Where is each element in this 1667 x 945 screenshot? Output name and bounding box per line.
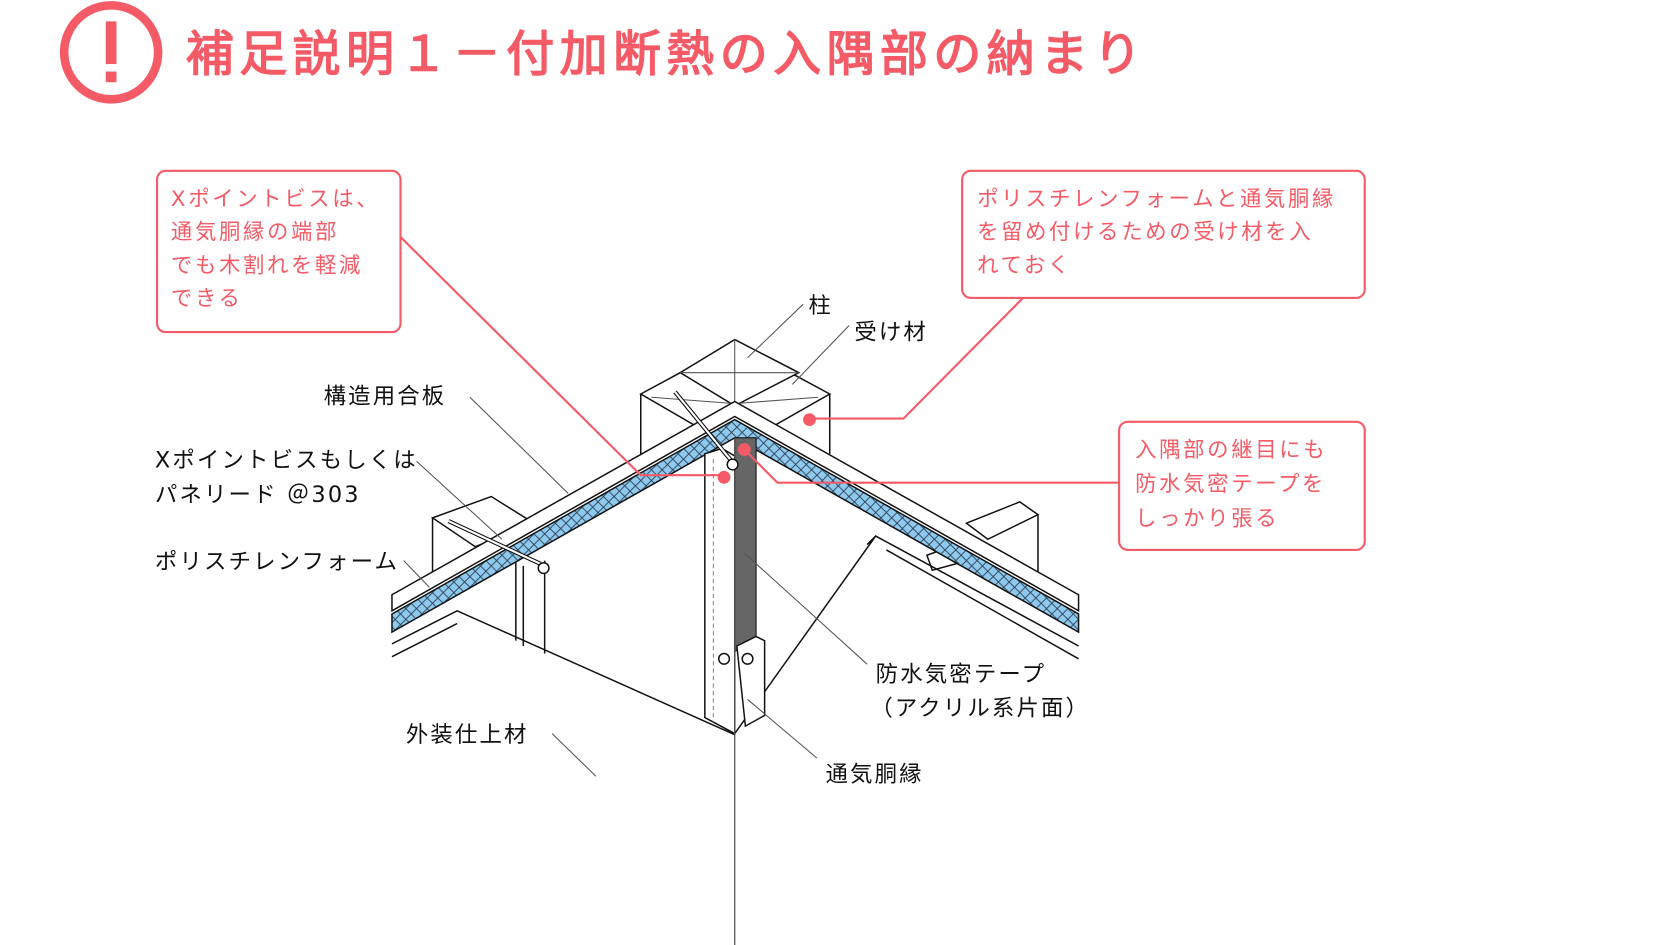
page-title: 補足説明１－付加断熱の入隅部の納まり — [186, 26, 1147, 82]
callout-text: れておく — [977, 253, 1072, 278]
label-tape-2: （アクリル系片面） — [870, 695, 1090, 721]
label-tape-1: 防水気密テープ — [876, 661, 1046, 687]
label-exterior: 外装仕上材 — [406, 722, 529, 748]
label-column: 柱 — [808, 293, 833, 319]
callout-text: でも木割れを軽減 — [171, 253, 363, 278]
label-furring: 通気胴縁 — [825, 762, 923, 788]
screw — [447, 390, 739, 575]
waterproof-tape — [734, 437, 766, 728]
callout-text: 防水気密テープを — [1135, 472, 1326, 497]
furring-strip — [704, 447, 736, 735]
label-leaders — [403, 303, 868, 777]
callout-text: 通気胴縁の端部 — [171, 220, 339, 245]
exclamation-circle-icon — [59, 1, 163, 104]
callout-text: ポリスチレンフォームと通気胴縁 — [977, 187, 1336, 212]
callout-joint: 入隅部の継目にも 防水気密テープを しっかり張る — [1118, 420, 1366, 551]
callout-leaders — [399, 236, 1120, 484]
callout-text: 入隅部の継目にも — [1135, 438, 1327, 463]
callout-screw: Xポイントビスは、 通気胴縁の端部 でも木割れを軽減 できる — [155, 169, 402, 334]
label-screw-1: Xポイントビスもしくは — [155, 448, 418, 474]
label-receiver: 受け材 — [854, 320, 928, 346]
callout-receiver: ポリスチレンフォームと通気胴縁 を留め付けるための受け材を入 れておく — [961, 169, 1366, 299]
label-screw-2: パネリード ＠303 — [155, 482, 361, 508]
exterior-finish — [391, 535, 1079, 736]
callout-text: しっかり張る — [1135, 506, 1279, 531]
callout-text: を留め付けるための受け材を入 — [977, 220, 1313, 245]
insulation-band — [391, 400, 1080, 634]
label-plywood: 構造用合板 — [324, 384, 447, 410]
callout-text: できる — [171, 286, 243, 311]
callout-text: Xポイントビスは、 — [171, 187, 380, 212]
label-foam: ポリスチレンフォーム — [155, 549, 399, 575]
